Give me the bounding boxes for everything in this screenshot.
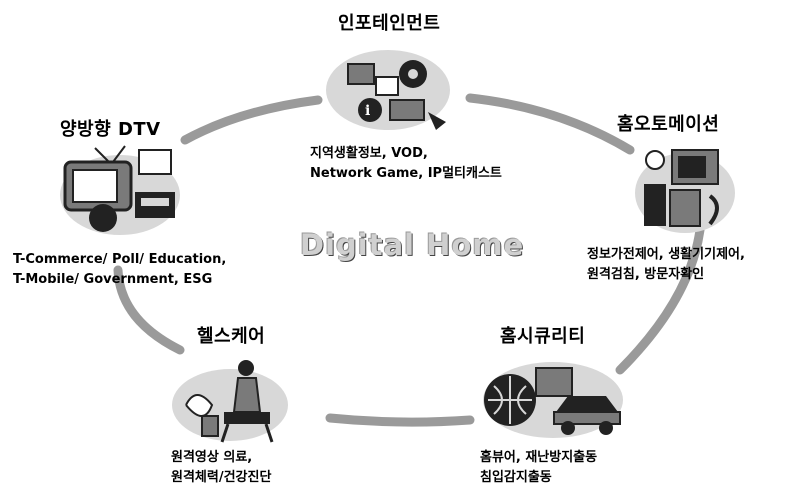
home-security-line-2: 침입감지출동 bbox=[480, 470, 552, 485]
home-security-title: 홈시큐리티 bbox=[500, 326, 586, 347]
ring-arc-top-right bbox=[465, 93, 635, 155]
ring-arc-right bbox=[615, 225, 705, 375]
home-automation-line-1: 정보가전제어, 생활기기제어, bbox=[587, 247, 745, 262]
infotainment-description: 지역생활정보, VOD, Network Game, IP멀티캐스트 bbox=[310, 144, 502, 184]
interactive-dtv-line-2: T-Mobile/ Government, ESG bbox=[13, 272, 213, 287]
home-security-description: 홈뷰어, 재난방지출동 침입감지출동 bbox=[480, 448, 597, 488]
ring-arc-left bbox=[113, 265, 185, 355]
interactive-dtv-clipart-icon bbox=[60, 145, 180, 235]
healthcare-title: 헬스케어 bbox=[197, 326, 266, 347]
interactive-dtv-title: 양방향 DTV bbox=[60, 119, 161, 140]
home-automation-clipart-icon bbox=[635, 149, 735, 233]
ring-arc-bottom bbox=[325, 413, 475, 427]
infotainment-clipart-icon: i bbox=[326, 50, 450, 130]
interactive-dtv-description: T-Commerce/ Poll/ Education, T-Mobile/ G… bbox=[13, 250, 226, 290]
infotainment-line-1: 지역생활정보, VOD, bbox=[310, 146, 428, 161]
healthcare-line-1: 원격영상 의료, bbox=[171, 450, 253, 465]
center-label: Digital Home bbox=[300, 228, 525, 262]
home-automation-description: 정보가전제어, 생활기기제어, 원격검침, 방문자확인 bbox=[587, 245, 745, 285]
healthcare-line-2: 원격체력/건강진단 bbox=[171, 470, 272, 485]
home-security-line-1: 홈뷰어, 재난방지출동 bbox=[480, 450, 598, 465]
infotainment-line-2: Network Game, IP멀티캐스트 bbox=[310, 166, 502, 181]
svg-text:i: i bbox=[365, 103, 370, 119]
ring-arc-top-left bbox=[180, 95, 323, 145]
home-automation-title: 홈오토메이션 bbox=[617, 114, 720, 135]
healthcare-clipart-icon bbox=[172, 360, 288, 443]
infotainment-title: 인포테인먼트 bbox=[338, 13, 441, 34]
home-security-clipart-icon bbox=[483, 362, 623, 438]
interactive-dtv-line-1: T-Commerce/ Poll/ Education, bbox=[13, 252, 227, 267]
healthcare-description: 원격영상 의료, 원격체력/건강진단 bbox=[171, 448, 271, 488]
home-automation-line-2: 원격검침, 방문자확인 bbox=[587, 267, 705, 282]
